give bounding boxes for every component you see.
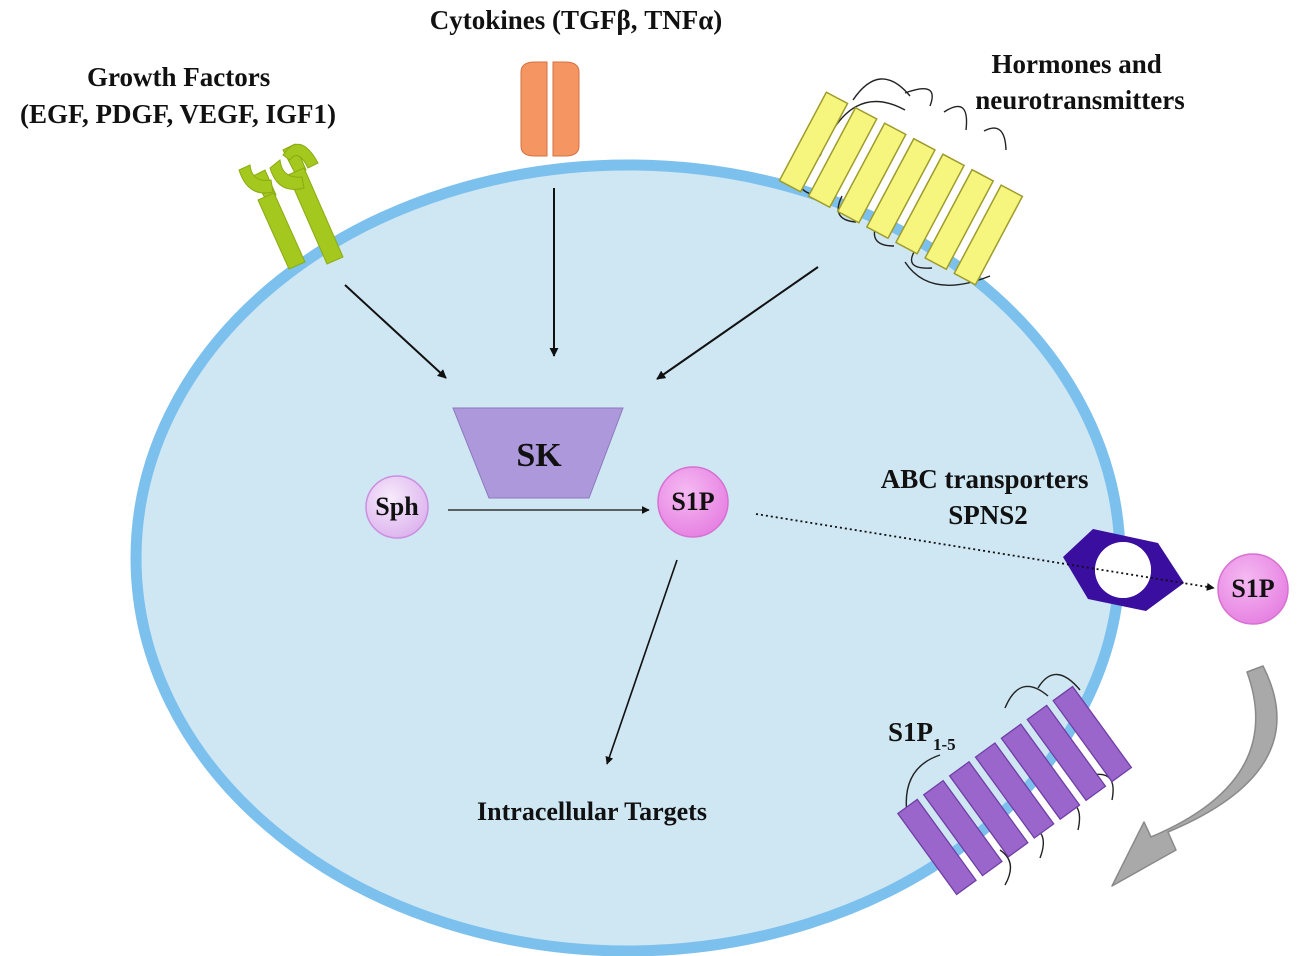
arrow-hormone-to-sk <box>656 266 819 380</box>
intracellular-targets-label: Intracellular Targets <box>477 797 707 826</box>
recycle-arrow-icon <box>1111 665 1278 887</box>
s1p-extracellular <box>1217 553 1289 625</box>
abc-transporters-label: ABC transporters SPNS2 <box>881 464 1095 530</box>
cytokines-label: Cytokines (TGFβ, TNFα) <box>430 5 723 35</box>
abc-transporter-icon <box>1063 529 1184 611</box>
sk-enzyme <box>452 407 624 499</box>
sph-molecule <box>365 475 429 539</box>
growth-factor-receptor-icon <box>238 143 344 270</box>
s1p-export-path <box>755 513 1215 591</box>
s1p-receptor-label-main: S1P <box>888 717 933 747</box>
s1p-receptor-label: S1P1-5 <box>888 717 956 754</box>
hormones-label: Hormones and neurotransmitters <box>975 49 1184 115</box>
s1p-receptor-label-subscript: 1-5 <box>933 735 956 754</box>
cytokine-receptor-icon <box>520 61 580 157</box>
growth-factors-label: Growth Factors (EGF, PDGF, VEGF, IGF1) <box>20 62 336 129</box>
s1p-intracellular-label: S1P <box>671 487 714 516</box>
arrow-growth-to-sk <box>344 284 447 379</box>
sk-label: SK <box>516 437 562 474</box>
s1p-extracellular-label: S1P <box>1231 574 1274 603</box>
receptor-to-sk-arrows <box>344 188 819 380</box>
s1p-receptor-gpcr-icon <box>896 673 1133 896</box>
s1p-intracellular <box>657 466 729 538</box>
hormone-gpcr-icon <box>778 78 1024 286</box>
arrow-s1p-to-targets <box>605 559 678 765</box>
sph-label: Sph <box>375 492 419 521</box>
